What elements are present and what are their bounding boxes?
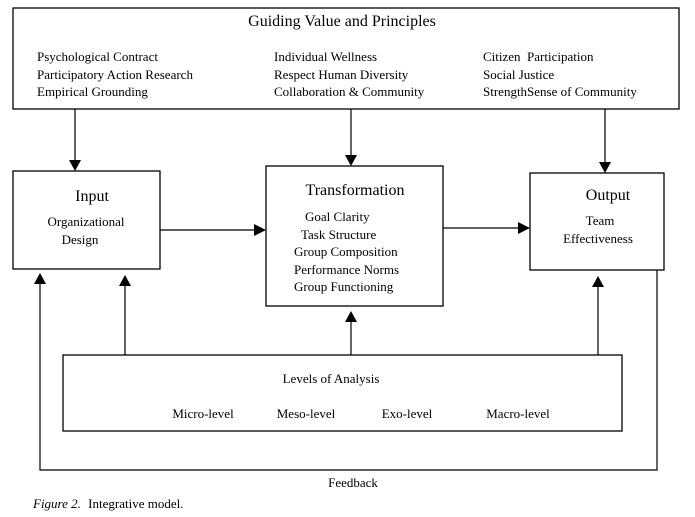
output-node: Output Team Effectiveness [529, 172, 665, 271]
principle-item: Respect Human Diversity [274, 67, 409, 82]
input-box [12, 170, 161, 270]
edge-principles-to-output [599, 109, 611, 173]
level-item: Meso-level [277, 406, 336, 421]
level-item: Macro-level [486, 406, 550, 421]
transformation-line: Goal Clarity [305, 209, 370, 224]
principles-box [12, 7, 680, 110]
principle-item: Collaboration & Community [274, 84, 425, 99]
edge-principles-to-input [69, 109, 81, 171]
transformation-line: Group Functioning [294, 279, 394, 294]
level-item: Exo-level [382, 406, 433, 421]
edge-principles-to-transformation [345, 109, 357, 166]
edge-feedback-loop [34, 270, 658, 471]
output-line: Effectiveness [563, 231, 633, 246]
edge-levels-to-transformation [345, 311, 357, 355]
transformation-box [265, 165, 444, 307]
level-item: Micro-level [172, 406, 234, 421]
principle-item: Citizen Participation [483, 49, 594, 64]
principle-item: Psychological Contract [37, 49, 158, 64]
transformation-line: Task Structure [301, 227, 376, 242]
transformation-title: Transformation [306, 182, 405, 199]
principle-item: Individual Wellness [274, 49, 377, 64]
input-title: Input [75, 188, 109, 205]
principles-title: Guiding Value and Principles [248, 13, 436, 30]
principle-item: Social Justice [483, 67, 554, 82]
edge-transformation-to-output [443, 222, 530, 234]
levels-node: Levels of Analysis Micro-level Meso-leve… [62, 354, 623, 432]
input-line: Organizational [47, 214, 124, 229]
principle-item: StrengthSense of Community [483, 84, 637, 99]
figure-caption: Figure 2. Integrative model. [32, 496, 183, 511]
edge-input-to-transformation [160, 224, 266, 236]
feedback-label: Feedback [328, 475, 378, 490]
input-line: Design [62, 232, 99, 247]
output-title: Output [586, 187, 631, 204]
transformation-line: Performance Norms [294, 262, 399, 277]
caption-text: Integrative model. [88, 496, 183, 511]
transformation-node: Transformation Goal Clarity Task Structu… [265, 165, 444, 307]
edge-levels-to-output [592, 276, 604, 355]
output-box [529, 172, 665, 271]
principle-item: Participatory Action Research [37, 67, 193, 82]
principles-node: Guiding Value and Principles Psychologic… [12, 7, 680, 110]
principle-item: Empirical Grounding [37, 84, 148, 99]
levels-box [62, 354, 623, 432]
levels-title: Levels of Analysis [283, 371, 380, 386]
input-node: Input Organizational Design [12, 170, 161, 270]
output-line: Team [586, 213, 615, 228]
caption-label: Figure 2. [32, 496, 81, 511]
edge-levels-to-input [119, 275, 131, 355]
transformation-line: Group Composition [294, 244, 398, 259]
